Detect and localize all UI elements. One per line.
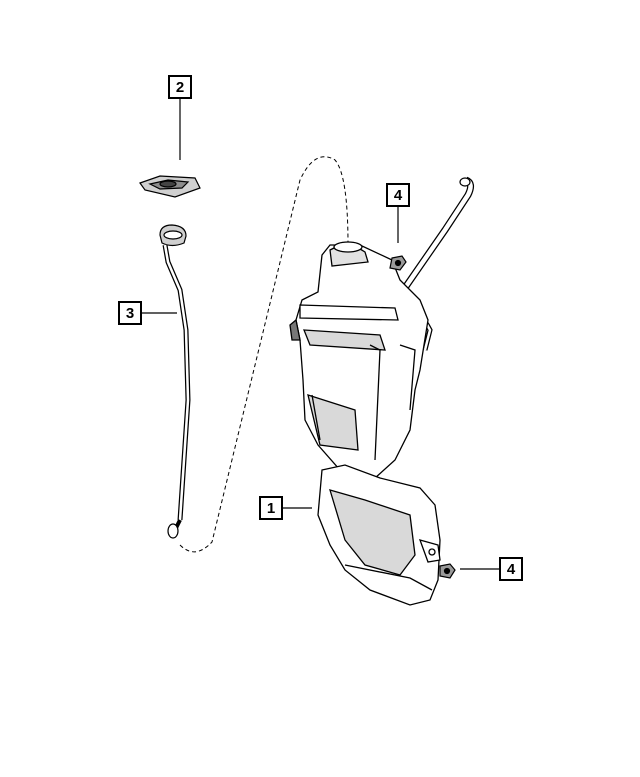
- dashed-assembly-line: [179, 156, 349, 553]
- callout-3: 3: [118, 301, 142, 325]
- callout-4-bottom: 4: [499, 557, 523, 581]
- coolant-reservoir: [289, 241, 441, 606]
- leader-lines: [142, 99, 499, 570]
- nut-bottom: [439, 563, 456, 579]
- reservoir-cap: [139, 175, 201, 198]
- callout-4-top: 4: [386, 183, 410, 207]
- nut-top: [389, 255, 407, 271]
- callout-2: 2: [168, 75, 192, 99]
- dipstick: [159, 224, 191, 539]
- callout-1: 1: [259, 496, 283, 520]
